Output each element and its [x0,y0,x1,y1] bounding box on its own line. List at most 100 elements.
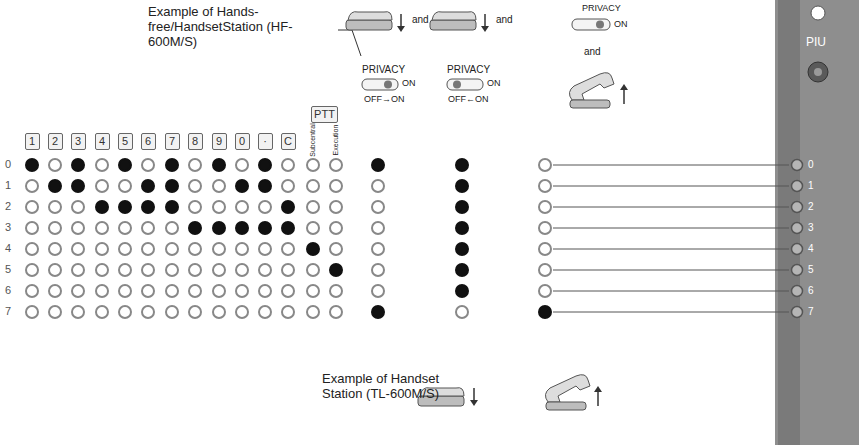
led-indicator [792,286,803,297]
empty-dot [72,201,84,213]
empty-dot [119,222,131,234]
empty-dot [236,306,248,318]
filled-dot [166,159,178,171]
filled-dot [236,222,248,234]
indicator-wire [553,165,789,166]
empty-dot [26,285,38,297]
empty-dot [119,264,131,276]
key-box: 6 [141,133,156,150]
empty-dot [330,201,342,213]
empty-dot [72,306,84,318]
empty-dot [282,264,294,276]
filled-dot [189,222,201,234]
empty-dot [539,285,551,297]
empty-dot [539,201,551,213]
empty-dot [142,306,154,318]
led-number: 7 [808,306,814,318]
column-header: Subcentral [309,123,317,156]
filled-dot [330,264,342,276]
empty-dot [213,306,225,318]
filled-dot [96,201,108,213]
empty-dot [26,243,38,255]
key-box: 7 [165,133,180,150]
empty-dot [213,285,225,297]
note: and [584,46,601,58]
callout-text: Example of Hands-free/HandsetStation (HF… [148,5,336,50]
empty-dot [119,285,131,297]
row-number: 6 [5,284,11,297]
empty-dot [282,159,294,171]
empty-dot [539,222,551,234]
row-number: 2 [5,200,11,213]
handset-lifted [545,375,602,410]
empty-dot [307,306,319,318]
key-label: 7 [169,135,175,147]
empty-dot [372,243,384,255]
empty-dot [96,243,108,255]
panel-knob-center [814,68,822,76]
led-indicator [792,202,803,213]
privacy-switch [572,19,610,30]
led-number: 1 [808,180,814,192]
led-number: 5 [808,264,814,276]
empty-dot [282,180,294,192]
led-indicator [792,307,803,318]
key-box: 2 [48,133,63,150]
filled-dot [456,201,468,213]
filled-dot [539,306,551,318]
key-label: 5 [122,135,128,147]
led-number: 0 [808,159,814,171]
key-box: 8 [188,133,203,150]
key-label: 1 [29,135,35,147]
note: and [496,14,513,26]
key-box: 4 [95,133,110,150]
empty-dot [96,222,108,234]
empty-dot [539,264,551,276]
empty-dot [259,285,271,297]
led-indicator [792,181,803,192]
switch-label: ON [487,78,501,88]
empty-dot [49,264,61,276]
filled-dot [259,180,271,192]
empty-dot [96,285,108,297]
empty-dot [166,285,178,297]
key-label: 4 [99,135,105,147]
filled-dot [166,180,178,192]
empty-dot [372,180,384,192]
panel-knob [808,62,828,82]
empty-dot [72,264,84,276]
key-label: 8 [192,135,198,147]
empty-dot [142,264,154,276]
empty-dot [236,285,248,297]
row-number: 0 [5,158,11,171]
panel-name: PIU [806,36,826,50]
empty-dot [213,264,225,276]
empty-dot [330,180,342,192]
empty-dot [282,243,294,255]
empty-dot [259,306,271,318]
empty-dot [96,264,108,276]
empty-dot [372,201,384,213]
leader-line [338,30,361,56]
row-number: 7 [5,305,11,318]
key-box: 1 [25,133,40,150]
empty-dot [189,306,201,318]
indicator-wire [553,207,789,208]
switch-label: OFF→ON [364,94,405,104]
panel-hole [811,6,825,20]
switch-label: OFF←ON [448,94,489,104]
empty-dot [96,159,108,171]
empty-dot [166,243,178,255]
key-box: 3 [71,133,86,150]
key-box: C [281,133,296,150]
piu-panel [775,0,859,445]
empty-dot [189,201,201,213]
filled-dot [72,159,84,171]
empty-dot [282,285,294,297]
empty-dot [189,243,201,255]
empty-dot [259,243,271,255]
empty-dot [330,159,342,171]
filled-dot [372,306,384,318]
indicator-wire [553,228,789,229]
